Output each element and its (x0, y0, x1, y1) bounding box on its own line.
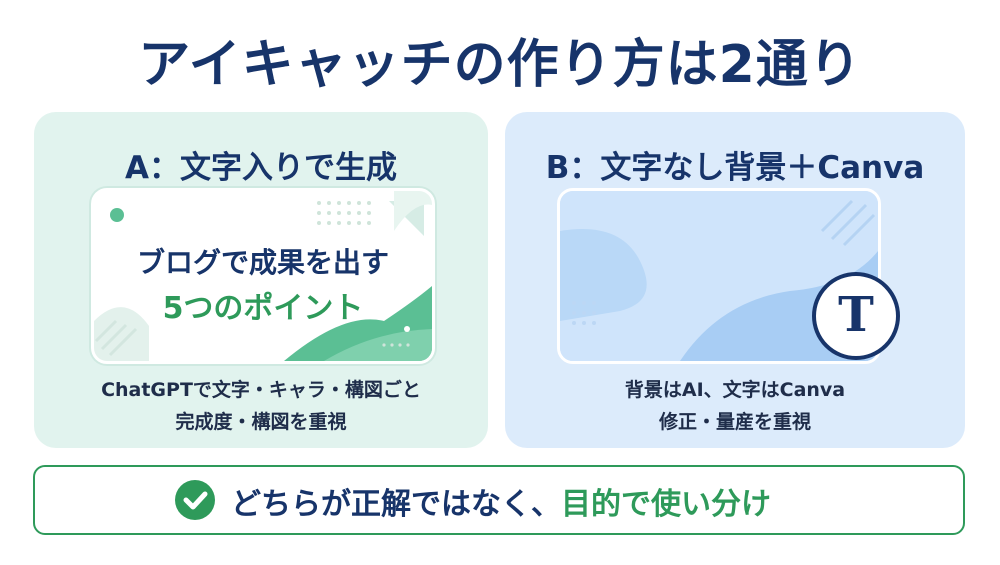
canva-text-icon: T (812, 272, 900, 360)
panel-a-title: A：文字入りで生成 (125, 150, 397, 186)
panel-a-thumbnail: ブログで成果を出す 5つのポイント (91, 188, 435, 364)
thumbnail-subheadline: 5つのポイント (162, 291, 364, 326)
panel-a-description: ChatGPTで文字・キャラ・構図ごと 完成度・構図を重視 (34, 374, 488, 438)
panel-a: A：文字入りで生成 ブログで成果を出す 5つのポイント ChatG (34, 112, 488, 448)
panel-b-desc-line1: 背景はAI、文字はCanva (624, 379, 846, 401)
conclusion-text: どちらが正解ではなく、目的で使い分け (231, 479, 771, 523)
conclusion-main: どちらが正解ではなく、 (231, 487, 561, 522)
check-circle-icon (175, 480, 215, 520)
panel-b: B：文字なし背景＋Canva T 背景はAI、文字はCanva 修正・量産を重視 (505, 112, 965, 448)
page-title: アイキャッチの作り方は2通り (138, 35, 862, 95)
conclusion-accent: 目的で使い分け (561, 487, 771, 522)
panel-a-desc-line1: ChatGPTで文字・キャラ・構図ごと (101, 379, 421, 401)
thumbnail-headline: ブログで成果を出す (136, 246, 389, 279)
conclusion-bar: どちらが正解ではなく、目的で使い分け (33, 465, 965, 535)
panel-b-title: B：文字なし背景＋Canva (545, 150, 925, 186)
panel-b-description: 背景はAI、文字はCanva 修正・量産を重視 (505, 374, 965, 438)
thumbnail-decoration (94, 191, 432, 361)
panel-b-desc-line2: 修正・量産を重視 (658, 411, 811, 433)
panel-a-desc-line2: 完成度・構図を重視 (175, 411, 347, 433)
